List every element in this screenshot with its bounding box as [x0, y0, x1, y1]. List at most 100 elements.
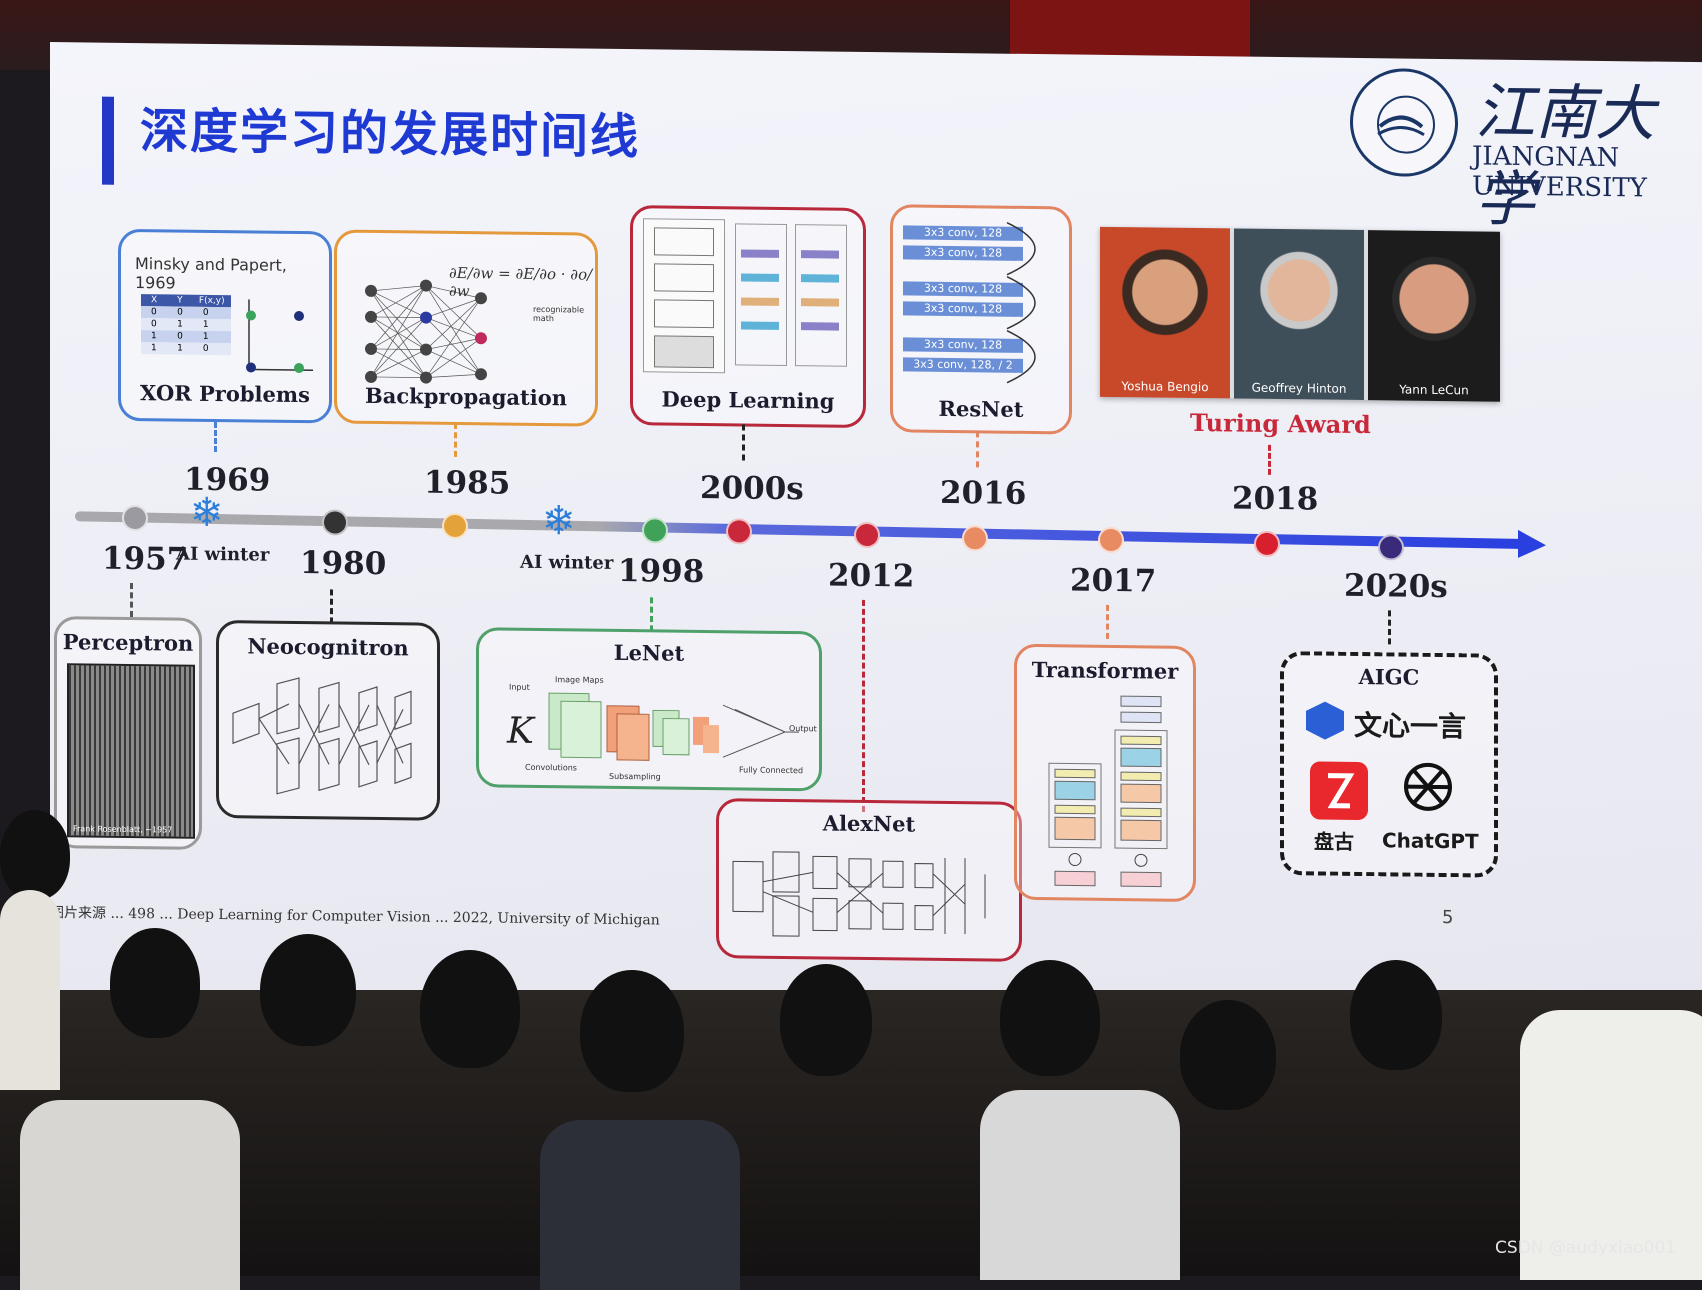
slide-title: 深度学习的发展时间线 — [140, 91, 640, 167]
xor-cell: 1 — [167, 342, 193, 354]
timeline-dot-2017 — [1098, 527, 1124, 553]
audience — [0, 990, 1702, 1276]
timeline-dot-2020s — [1378, 534, 1404, 560]
card-transformer: Transformer — [1014, 644, 1196, 902]
projection-screen: 深度学习的发展时间线 江南大学 JIANGNAN UNIVERSITY Mins… — [50, 42, 1702, 1090]
photo-lecun: Yann LeCun — [1368, 230, 1500, 402]
xor-cell: 1 — [193, 331, 231, 343]
year-2017: 2017 — [1070, 562, 1156, 599]
timeline-dot-2018 — [1254, 531, 1280, 557]
card-resnet: 3x3 conv, 128 3x3 conv, 128 3x3 conv, 12… — [890, 204, 1072, 434]
card-label-perceptron: Perceptron — [57, 629, 199, 656]
snowflake-icon: ❄ — [542, 498, 576, 544]
timeline-dot-1957 — [122, 505, 148, 531]
autoencoder-diagram — [729, 219, 853, 373]
ai-winter-label-1: AI winter — [176, 544, 269, 566]
xor-cell: 1 — [141, 342, 167, 354]
aigc-chatgpt: ChatGPT — [1382, 828, 1479, 853]
timeline-dot-1980 — [322, 509, 348, 535]
turing-award-photos: Yoshua Bengio Geoffrey Hinton Yann LeCun — [1100, 227, 1500, 402]
timeline-dot-2016 — [962, 525, 988, 551]
xor-cell: 0 — [193, 307, 231, 319]
audience-head — [110, 928, 200, 1038]
csdn-watermark: CSDN @audyxiao001 — [1495, 1238, 1676, 1258]
xor-header-x: X — [141, 294, 167, 306]
audience-head — [780, 964, 872, 1076]
title-accent-bar — [102, 97, 114, 185]
card-neocognitron: Neocognitron — [216, 620, 440, 821]
xor-cell: 0 — [167, 330, 193, 342]
card-label-resnet: ResNet — [893, 395, 1069, 422]
chatgpt-logo-icon — [1398, 756, 1458, 817]
svg-text:K: K — [506, 711, 536, 752]
caption-hinton: Geoffrey Hinton — [1234, 380, 1364, 396]
ai-winter-label-2: AI winter — [520, 552, 613, 574]
card-aigc: AIGC 文心一言 盘古 ChatGPT — [1280, 651, 1498, 878]
card-deep-learning: Deep Learning — [630, 205, 866, 428]
xor-caption: Minsky and Papert, 1969 — [135, 254, 329, 294]
card-backpropagation: ∂E/∂w = ∂E/∂o · ∂o/∂w recognizable math … — [334, 229, 598, 426]
xor-cell: 0 — [141, 306, 167, 318]
timeline-dot-2000s — [726, 518, 752, 544]
perceptron-caption: Frank Rosenblatt, ~1957 — [73, 824, 172, 834]
year-1998: 1998 — [618, 553, 704, 590]
red-curtain — [1010, 0, 1250, 60]
connector-2020s — [1388, 610, 1391, 644]
connector-2017 — [1106, 605, 1109, 639]
pangu-logo-icon — [1310, 761, 1368, 820]
card-label-backpropagation: Backpropagation — [337, 383, 595, 411]
xor-cell: 0 — [141, 318, 167, 330]
xor-cell: 1 — [141, 330, 167, 342]
connector-1985 — [454, 423, 457, 457]
connector-2018 — [1268, 445, 1271, 475]
connector-1969 — [214, 422, 217, 452]
xor-cell: 0 — [167, 306, 193, 318]
audience-shirt — [980, 1090, 1180, 1280]
connector-1998 — [650, 597, 653, 631]
audience-shirt — [540, 1120, 740, 1290]
hourglass-icon — [1310, 761, 1368, 820]
card-label-deep-learning: Deep Learning — [633, 386, 863, 414]
year-1980: 1980 — [300, 545, 386, 582]
wenxin-logo-icon — [1306, 701, 1344, 739]
lenet-diagram: K — [503, 683, 803, 777]
backprop-note: recognizable math — [533, 305, 583, 324]
connector-2016 — [976, 431, 979, 467]
xor-header-f: F(x,y) — [193, 295, 231, 307]
audience-head — [0, 810, 70, 900]
card-label-neocognitron: Neocognitron — [219, 633, 437, 661]
photo-bengio: Yoshua Bengio — [1100, 227, 1230, 399]
card-alexnet: AlexNet — [716, 798, 1022, 962]
audience-head — [260, 934, 356, 1046]
dbn-diagram — [643, 218, 725, 373]
year-2012: 2012 — [828, 558, 914, 595]
audience-head — [1180, 1000, 1276, 1110]
timeline-dot-2012 — [854, 522, 880, 548]
caption-lecun: Yann LeCun — [1368, 382, 1500, 398]
transformer-diagram — [1025, 691, 1185, 893]
neocognitron-diagram — [229, 673, 429, 805]
card-label-lenet: LeNet — [479, 638, 819, 667]
card-lenet: LeNet Input Image Maps Convolutions Subs… — [476, 627, 822, 791]
card-label-xor: XOR Problems — [121, 380, 329, 408]
connector-1957 — [130, 583, 133, 617]
year-1957: 1957 — [102, 541, 188, 578]
card-perceptron: Perceptron Frank Rosenblatt, ~1957 — [54, 616, 202, 850]
university-seal-icon — [1350, 68, 1458, 177]
audience-shirt — [0, 890, 60, 1090]
aigc-pangu: 盘古 — [1314, 825, 1354, 854]
connector-1980 — [330, 589, 333, 623]
xor-cell: 1 — [193, 319, 231, 331]
audience-head — [1350, 960, 1442, 1070]
turing-award-label: Turing Award — [1190, 408, 1371, 439]
caption-bengio: Yoshua Bengio — [1100, 379, 1230, 395]
xor-header-y: Y — [167, 294, 193, 306]
xor-cell: 0 — [193, 343, 231, 355]
alexnet-diagram — [729, 841, 1009, 948]
card-label-alexnet: AlexNet — [719, 809, 1019, 838]
connector-2000s — [742, 424, 745, 460]
card-label-transformer: Transformer — [1017, 657, 1193, 684]
perceptron-machine-photo: Frank Rosenblatt, ~1957 — [67, 663, 195, 839]
timeline-dot-1998 — [642, 517, 668, 543]
